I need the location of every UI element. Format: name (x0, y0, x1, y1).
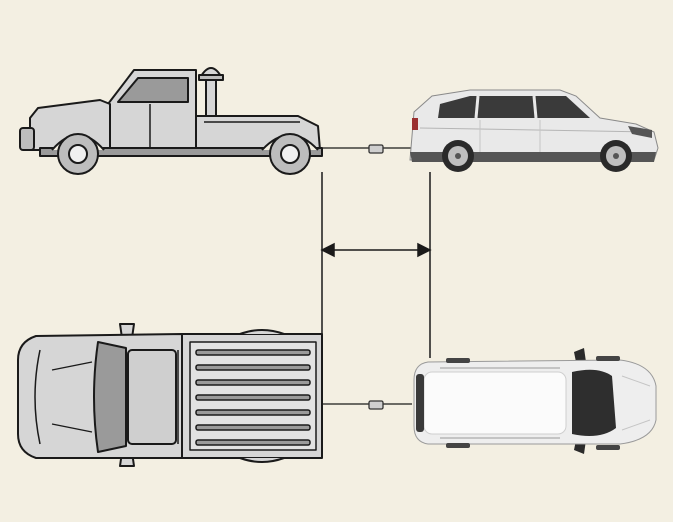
tow-hook-icon (368, 144, 384, 154)
front-wheel (57, 133, 99, 175)
distance-indicator (320, 172, 432, 378)
pickup-truck-top (17, 323, 323, 467)
minivan-side (409, 89, 659, 172)
minivan-roof (423, 371, 567, 435)
beacon-light (198, 67, 224, 121)
minivan-windshield (572, 369, 616, 436)
minivan-front-wheel (600, 140, 632, 172)
minivan-rear-wheel (442, 140, 474, 172)
rear-wheel (269, 133, 311, 175)
bed-ribs (195, 349, 311, 446)
tow-line-side (322, 144, 412, 154)
front-bumper (19, 127, 35, 151)
tow-truck-side (19, 67, 323, 175)
tow-hook-icon (368, 400, 384, 410)
minivan-windows (438, 96, 590, 118)
double-arrow-icon (320, 242, 432, 258)
cab-window (117, 77, 189, 103)
minivan-top (413, 348, 657, 454)
tow-line-top (322, 400, 412, 410)
